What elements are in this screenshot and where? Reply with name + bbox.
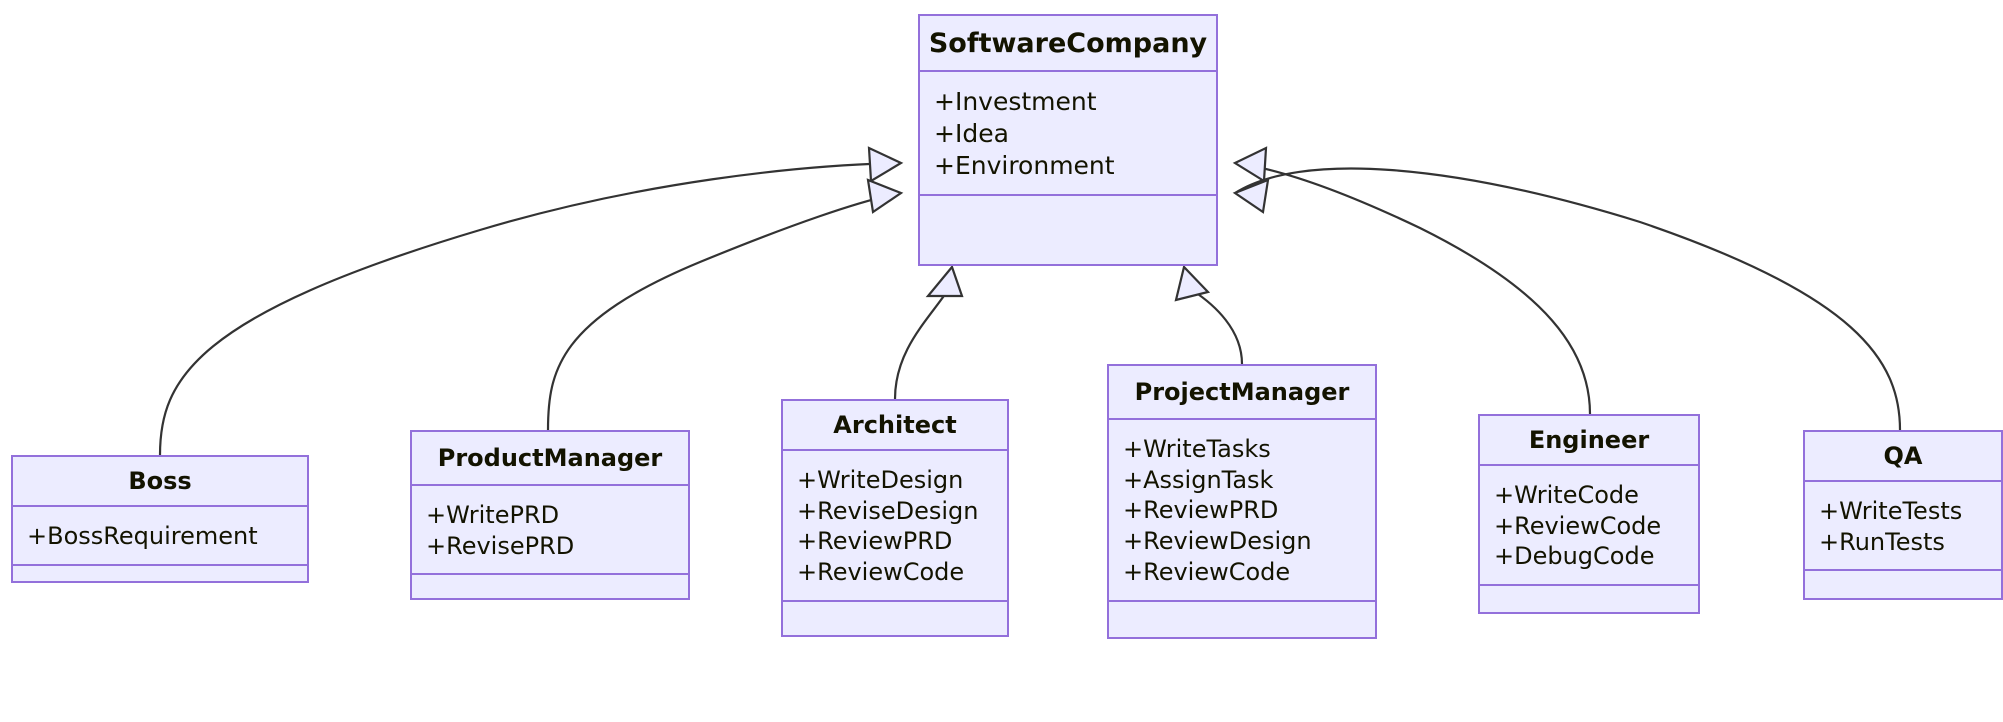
generalization-arrowhead-icon (866, 178, 904, 214)
uml-class-architect[interactable]: Architect+WriteDesign+ReviseDesign+Revie… (781, 399, 1009, 637)
class-attributes-product-manager: +WritePRD+RevisePRD (412, 486, 688, 576)
class-attribute: +ReviewPRD (1123, 496, 1279, 525)
class-attributes-qa: +WriteTests+RunTests (1805, 482, 2001, 572)
class-attribute: +Environment (934, 151, 1115, 180)
class-attribute: +ReviewCode (1123, 557, 1291, 586)
class-methods-architect (783, 602, 1007, 624)
class-name-software-company: SoftwareCompany (920, 16, 1216, 72)
uml-class-engineer[interactable]: Engineer+WriteCode+ReviewCode+DebugCode (1478, 414, 1700, 614)
class-name-project-manager: ProjectManager (1109, 366, 1375, 420)
class-attributes-architect: +WriteDesign+ReviseDesign+ReviewPRD+Revi… (783, 451, 1007, 602)
class-attribute: +ReviseDesign (797, 496, 979, 525)
class-attribute: +BossRequirement (27, 522, 258, 550)
class-methods-product-manager (412, 575, 688, 597)
generalization-arrowhead-icon (1232, 146, 1268, 183)
class-attribute: +WritePRD (426, 501, 560, 529)
class-methods-engineer (1480, 586, 1698, 608)
edge-projectmanager-to-softwarecompany (1174, 264, 1244, 365)
class-attributes-boss: +BossRequirement (13, 507, 307, 566)
class-attribute: +DebugCode (1494, 542, 1655, 571)
class-attribute: +WriteTasks (1123, 435, 1271, 463)
generalization-arrowhead-icon (867, 146, 904, 183)
uml-class-product-manager[interactable]: ProductManager+WritePRD+RevisePRD (410, 430, 690, 600)
class-attribute: +Idea (934, 119, 1009, 148)
class-name-boss: Boss (13, 457, 307, 507)
class-name-qa: QA (1805, 432, 2001, 482)
edge-line (546, 191, 902, 431)
generalization-arrowhead-icon (925, 264, 964, 298)
class-methods-qa (1805, 571, 2001, 593)
class-attribute: +WriteTests (1819, 497, 1963, 525)
class-attribute: +RunTests (1819, 527, 1945, 556)
edge-productmanager-to-softwarecompany (546, 178, 904, 431)
class-attribute: +ReviewDesign (1123, 527, 1312, 556)
uml-class-qa[interactable]: QA+WriteTests+RunTests (1803, 430, 2003, 600)
edge-architect-to-softwarecompany (893, 264, 964, 400)
class-attribute: +WriteDesign (797, 466, 964, 494)
class-attribute: +ReviewCode (1494, 511, 1662, 540)
class-name-product-manager: ProductManager (412, 432, 688, 486)
class-name-engineer: Engineer (1480, 416, 1698, 466)
generalization-arrowhead-icon (1174, 264, 1211, 302)
class-attribute: +AssignTask (1123, 465, 1274, 494)
class-methods-software-company (920, 196, 1216, 218)
class-attributes-software-company: +Investment +Idea +Environment (920, 72, 1216, 196)
generalization-arrowhead-icon (1232, 178, 1270, 214)
class-attribute: +ReviewPRD (797, 527, 953, 556)
class-name-architect: Architect (783, 401, 1007, 451)
class-attributes-engineer: +WriteCode+ReviewCode+DebugCode (1480, 466, 1698, 587)
edge-line (1191, 289, 1244, 365)
class-methods-boss (13, 566, 307, 588)
class-methods-project-manager (1109, 602, 1375, 624)
class-attribute: +ReviewCode (797, 558, 965, 587)
class-attribute: +Investment (934, 87, 1097, 116)
class-attribute: +RevisePRD (426, 531, 575, 560)
edge-line (893, 289, 949, 400)
class-attributes-project-manager: +WriteTasks+AssignTask+ReviewPRD+ReviewD… (1109, 420, 1375, 602)
uml-class-boss[interactable]: Boss +BossRequirement (11, 455, 309, 583)
class-attribute: +WriteCode (1494, 481, 1639, 509)
uml-class-software-company[interactable]: SoftwareCompany +Investment +Idea +Environm… (918, 14, 1218, 266)
uml-class-project-manager[interactable]: ProjectManager+WriteTasks+AssignTask+Rev… (1107, 364, 1377, 639)
